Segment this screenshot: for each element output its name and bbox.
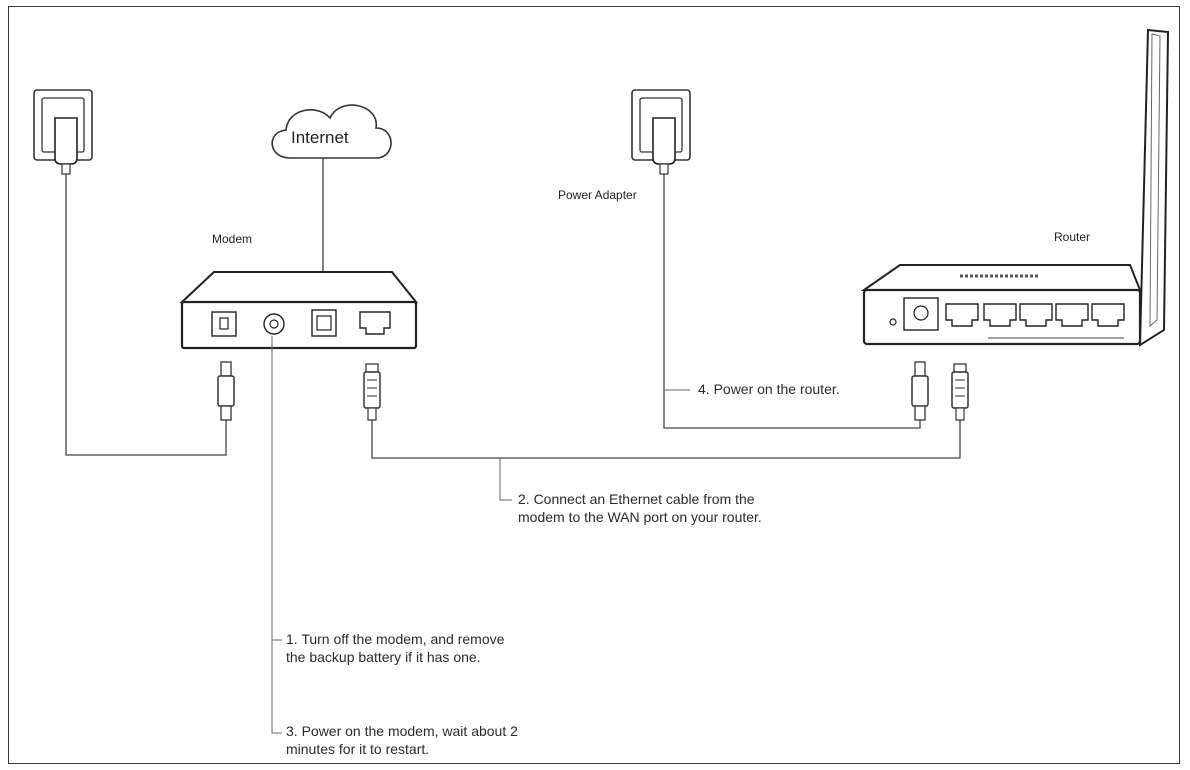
modem-power-cable [65,174,227,456]
step2-leader [499,458,512,501]
internet-label: Internet [291,128,349,147]
step3-leader [271,336,282,734]
diagram-frame [8,6,1180,764]
modem-power-plug-icon [217,361,235,421]
router-device [860,28,1170,347]
step3-text: 3. Power on the modem, wait about 2 minu… [286,723,518,757]
modem-device [179,271,419,350]
ethernet-cable [371,420,961,459]
step2-text: 2. Connect an Ethernet cable from the mo… [518,491,762,525]
internet-cloud-icon [271,104,392,159]
modem-ethernet-port [359,311,391,335]
step4-text: 4. Power on the router. [698,381,840,397]
router-lan-ports [983,303,1125,339]
router-wan-port [945,303,979,327]
router-power-adapter-icon [631,89,691,175]
modem-label: Modem [212,232,253,246]
router-power-cable [663,174,921,429]
modem-ethernet-plug-icon [363,363,381,421]
power-adapter-label: Power Adapter [558,188,637,202]
step1-text: 1. Turn off the modem, and remove the ba… [286,631,505,665]
router-label: Router [1054,230,1091,244]
modem-power-adapter-icon [33,89,93,175]
router-power-plug-icon [911,361,929,421]
router-reset-button [889,318,897,326]
router-ethernet-plug-icon [951,363,969,421]
